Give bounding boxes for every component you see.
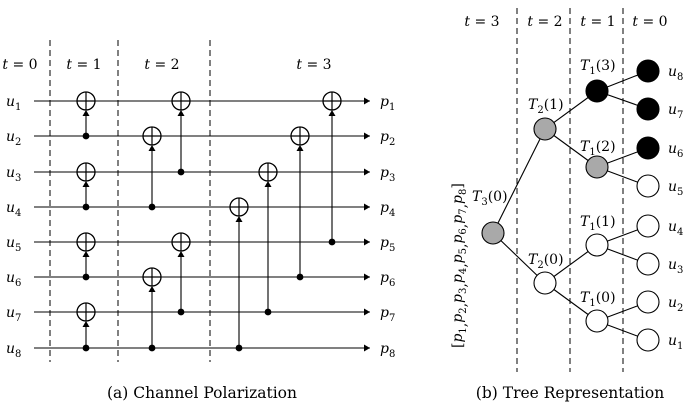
node-label-2: T2(0) [528, 252, 564, 271]
tree-leaf-8 [636, 328, 660, 352]
output-label-p7: p7 [380, 305, 395, 324]
node-label-5: T1(1) [580, 214, 616, 233]
caption-b: (b) Tree Representation [476, 384, 664, 402]
output-label-p5: p5 [380, 235, 395, 254]
tree-edge [492, 232, 546, 284]
control-dot [177, 168, 185, 176]
leaf-label-u2: u2 [668, 295, 683, 314]
wire-arrow-7 [364, 308, 370, 316]
channel-polarization-panel: t = 0 t = 1 t = 2 t = 3 u1 p1 u2 p2 u3 p3 u4 p4 u5 p5… [2, 40, 395, 402]
gate-arrow [177, 251, 185, 257]
gate-arrow [82, 321, 90, 327]
leaf-label-u1: u1 [668, 333, 683, 352]
gate-arrow [264, 181, 272, 187]
stage-label-a-2: t = 2 [144, 57, 179, 73]
tree-leaf-5 [636, 214, 660, 238]
root-vector-label: [p1,p2,p3,p4,p5,p6,p7,p8] [450, 183, 470, 348]
tree-node-root [481, 221, 505, 245]
tree-node-n21 [533, 117, 557, 141]
control-dot [82, 273, 90, 281]
input-label-u8: u8 [6, 341, 21, 360]
wire-arrow-1 [364, 97, 370, 105]
tree-leaf-2 [636, 97, 660, 121]
gate-arrow [82, 181, 90, 187]
wire-arrow-8 [364, 344, 370, 352]
output-label-p6: p6 [380, 270, 395, 289]
tree-representation-panel: t = 3 t = 2 t = 1 t = 0 u8 u7 u6 u5 u4 u3 u2 u1 T3(0… [450, 8, 683, 402]
stage-label-a-1: t = 1 [66, 57, 101, 73]
stage-label-b-1: t = 2 [527, 14, 562, 30]
caption-a: (a) Channel Polarization [107, 384, 297, 402]
leaf-label-u4: u4 [668, 219, 683, 238]
gate-arrow [296, 145, 304, 151]
control-dot [296, 273, 304, 281]
node-label-6: T1(0) [580, 290, 616, 309]
tree-leaf-6 [636, 252, 660, 276]
gate-arrow [177, 110, 185, 116]
gate-arrow [148, 286, 156, 292]
wire-arrow-3 [364, 168, 370, 176]
gate-arrow [82, 110, 90, 116]
control-dot [82, 344, 90, 352]
stage-label-b-2: t = 1 [580, 14, 615, 30]
tree-leaf-7 [636, 290, 660, 314]
input-label-u1: u1 [6, 94, 21, 113]
control-dot [82, 132, 90, 140]
input-label-u3: u3 [6, 165, 21, 184]
gate-arrow [82, 251, 90, 257]
leaf-label-u5: u5 [668, 179, 683, 198]
input-label-u6: u6 [6, 270, 21, 289]
input-label-u7: u7 [6, 305, 21, 324]
tree-node-n10 [585, 309, 609, 333]
tree-node-n12 [585, 155, 609, 179]
node-label-4: T1(2) [580, 139, 616, 158]
control-dot [235, 344, 243, 352]
output-label-p1: p1 [380, 94, 395, 113]
control-dot [328, 238, 336, 246]
tree-leaf-4 [636, 174, 660, 198]
wire-arrow-5 [364, 238, 370, 246]
tree-leaf-3 [636, 136, 660, 160]
stage-label-a-3: t = 3 [296, 57, 331, 73]
leaf-label-u8: u8 [668, 64, 683, 83]
tree-leaf-1 [636, 59, 660, 83]
input-label-u2: u2 [6, 129, 21, 148]
tree-edge [492, 128, 546, 234]
stage-label-a-0: t = 0 [2, 57, 37, 73]
output-label-p8: p8 [380, 341, 395, 360]
node-label-0: T3(0) [472, 189, 508, 208]
node-label-3: T1(3) [580, 58, 616, 77]
control-dot [82, 203, 90, 211]
stage-label-b-3: t = 0 [632, 14, 667, 30]
control-dot [177, 308, 185, 316]
output-label-p3: p3 [380, 165, 395, 184]
input-label-u5: u5 [6, 235, 21, 254]
leaf-label-u6: u6 [668, 141, 683, 160]
wire-arrow-2 [364, 132, 370, 140]
output-label-p4: p4 [380, 200, 395, 219]
control-dot [148, 203, 156, 211]
gate-arrow [148, 145, 156, 151]
wire-arrow-4 [364, 203, 370, 211]
node-label-1: T2(1) [528, 97, 564, 116]
tree-node-n13 [585, 79, 609, 103]
gate-arrow [235, 216, 243, 222]
output-label-p2: p2 [380, 129, 395, 148]
tree-node-n11 [585, 233, 609, 257]
stage-label-b-0: t = 3 [464, 14, 499, 30]
tree-node-n20 [533, 271, 557, 295]
control-dot [148, 344, 156, 352]
wire-arrow-6 [364, 273, 370, 281]
input-label-u4: u4 [6, 200, 21, 219]
control-dot [264, 308, 272, 316]
leaf-label-u7: u7 [668, 102, 683, 121]
gate-arrow [328, 110, 336, 116]
leaf-label-u3: u3 [668, 257, 683, 276]
